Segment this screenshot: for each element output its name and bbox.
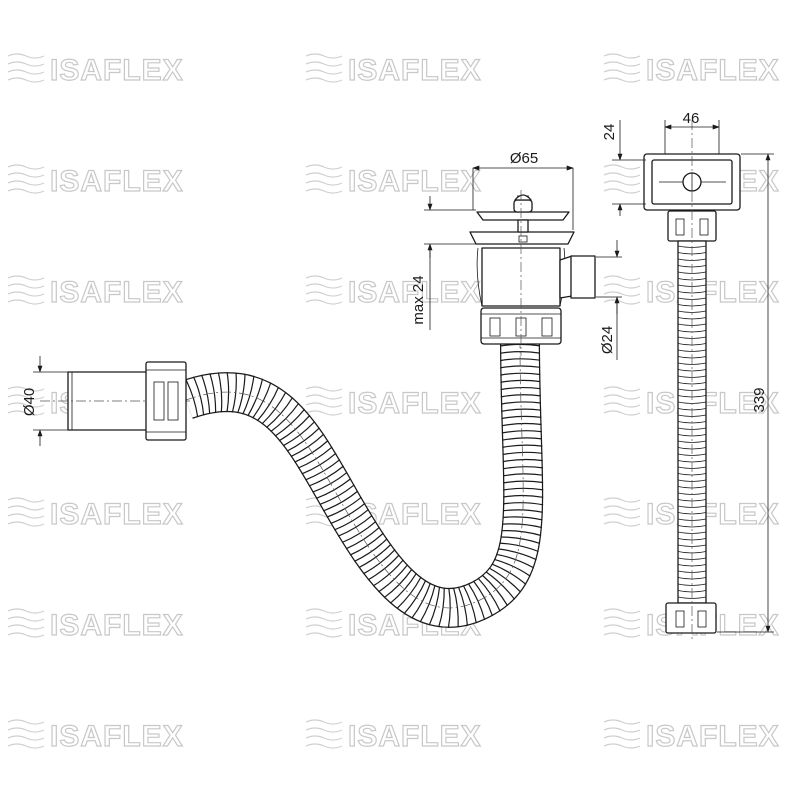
overflow-hose-ring [677, 291, 707, 294]
overflow-hose-ring [677, 297, 707, 300]
isaflex-watermark: ISAFLEX [7, 53, 184, 88]
hose-corrugation-ring [341, 520, 377, 544]
isaflex-watermark-text: ISAFLEX [50, 165, 184, 198]
hose-corrugation-ring [322, 490, 359, 512]
drain-strainer [469, 194, 575, 245]
hose-corrugation-ring [497, 548, 537, 561]
isaflex-watermark: ISAFLEX [603, 719, 780, 754]
isaflex-watermark-text: ISAFLEX [50, 720, 184, 753]
overflow-hose-ring [677, 453, 707, 456]
isaflex-watermark-text: ISAFLEX [646, 720, 780, 753]
isaflex-watermark-text: ISAFLEX [348, 387, 482, 420]
isaflex-watermark-text: ISAFLEX [50, 276, 184, 309]
hose-corrugation-ring [500, 372, 541, 376]
overflow-hose-ring [677, 440, 707, 443]
overflow-hose-ring [677, 278, 707, 281]
isaflex-watermark: ISAFLEX [305, 719, 482, 754]
isaflex-watermark-text: ISAFLEX [50, 54, 184, 87]
hose-corrugation-ring [428, 586, 441, 626]
strainer-diameter-label: Ø65 [510, 150, 538, 167]
isaflex-watermark-text: ISAFLEX [348, 165, 482, 198]
overflow-hose-ring [677, 596, 707, 599]
isaflex-watermark: ISAFLEX [7, 719, 184, 754]
isaflex-watermark: ISAFLEX [603, 53, 780, 88]
corrugated-hose [179, 339, 544, 629]
overflow-connector [559, 255, 596, 299]
dimension-lines [33, 120, 774, 633]
overflow-hose-ring [677, 362, 707, 365]
hose-corrugation-ring [485, 571, 516, 600]
isaflex-watermark-text: ISAFLEX [348, 54, 482, 87]
overflow-hose-ring [677, 349, 707, 352]
hose-corrugation-ring [502, 480, 544, 484]
isaflex-watermark: ISAFLEX [305, 53, 482, 88]
isaflex-watermark-text: ISAFLEX [348, 720, 482, 753]
hose-corrugation-ring [502, 516, 543, 521]
overflow-hose-ring [677, 512, 707, 515]
isaflex-watermark: ISAFLEX [603, 275, 780, 310]
overflow-hose-ring [677, 525, 707, 528]
isaflex-watermark: ISAFLEX [305, 386, 482, 421]
isaflex-watermark: ISAFLEX [305, 275, 482, 310]
isaflex-watermark: ISAFLEX [603, 386, 780, 421]
overflow-hose-ring [677, 531, 707, 534]
adjust-height-label: max 24 [410, 275, 427, 324]
hose-corrugation-ring [266, 397, 294, 429]
isaflex-watermark: ISAFLEX [7, 275, 184, 310]
overflow-height-label: 24 [601, 124, 618, 141]
hose-corrugation-ring [501, 408, 542, 412]
isaflex-watermark: ISAFLEX [603, 497, 780, 532]
overflow-hose-ring [677, 382, 707, 385]
isaflex-watermark-text: ISAFLEX [348, 276, 482, 309]
hose-corrugation-ring [286, 427, 320, 452]
isaflex-watermark-text: ISAFLEX [646, 498, 780, 531]
hose-corrugation-ring [242, 375, 255, 415]
outlet-pipe [40, 371, 190, 431]
isaflex-watermark-text: ISAFLEX [646, 54, 780, 87]
overflow-diameter-label: Ø24 [599, 326, 616, 354]
overflow-bottom-nut [665, 602, 717, 634]
overflow-hose-ring [677, 310, 707, 313]
overflow-hose-ring [677, 369, 707, 372]
isaflex-watermark-text: ISAFLEX [50, 498, 184, 531]
overflow-hose-ring [677, 583, 707, 586]
hose-corrugation-ring [389, 572, 418, 604]
hose-corrugation-ring [305, 459, 341, 481]
hose-corrugation-ring [462, 585, 477, 624]
hose-corrugation-ring [209, 373, 217, 413]
overflow-hose-ring [677, 544, 707, 547]
isaflex-watermark-text: ISAFLEX [646, 276, 780, 309]
hose-corrugation-ring [363, 549, 396, 575]
hose-corrugation-ring [502, 444, 543, 448]
isaflex-watermark: ISAFLEX [305, 164, 482, 199]
isaflex-watermark: ISAFLEX [7, 497, 184, 532]
outlet-diameter-label: Ø40 [21, 388, 38, 416]
isaflex-watermark: ISAFLEX [7, 608, 184, 643]
outlet-nut [145, 361, 187, 441]
overflow-width-label: 46 [683, 110, 700, 127]
overflow-length-label: 339 [751, 387, 768, 412]
isaflex-watermark: ISAFLEX [7, 164, 184, 199]
isaflex-watermark-text: ISAFLEX [50, 609, 184, 642]
isaflex-watermark-text: ISAFLEX [646, 387, 780, 420]
